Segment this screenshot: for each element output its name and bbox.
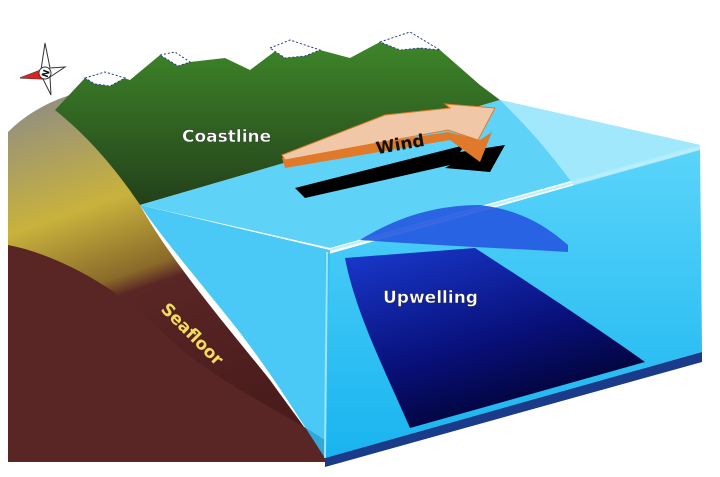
upwelling-current — [345, 248, 645, 428]
upwelling-surface-lens — [360, 205, 568, 252]
snow-caps — [83, 31, 441, 87]
upwelling-label: Upwelling — [383, 288, 478, 308]
seafloor-rock — [8, 245, 325, 462]
wind-arrow — [281, 103, 496, 161]
water-left-face — [140, 205, 330, 458]
compass-icon: N — [19, 42, 67, 96]
wind-arrow-side — [282, 132, 492, 168]
wind-shadow — [295, 145, 505, 198]
coastline-label: Coastline — [182, 127, 271, 147]
box-edge-vertical — [324, 251, 328, 459]
box-bottom-edge — [325, 352, 702, 467]
compass-north-label: N — [41, 69, 53, 80]
mountains — [55, 32, 500, 205]
